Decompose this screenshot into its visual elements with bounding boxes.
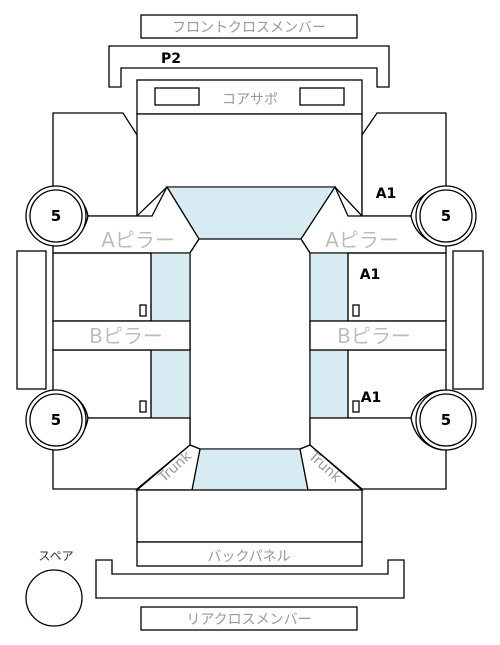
right-fender-code: A1 bbox=[376, 186, 397, 202]
b-pillar-left[interactable]: Bピラー bbox=[52, 320, 191, 351]
right-headlight bbox=[299, 87, 345, 106]
right-front-fender[interactable]: A1 bbox=[361, 112, 447, 217]
core-support[interactable]: コアサポ bbox=[136, 79, 363, 115]
b-pillar-left-label: Bピラー bbox=[89, 324, 163, 348]
roof[interactable] bbox=[189, 238, 311, 450]
b-pillar-right[interactable]: Bピラー bbox=[309, 320, 447, 351]
right-rear-door-handle bbox=[352, 400, 360, 413]
right-front-door[interactable]: A1 bbox=[347, 252, 447, 322]
front-panel[interactable]: P2 bbox=[108, 45, 390, 88]
tire-front-left-value: 5 bbox=[51, 207, 61, 225]
core-support-label: コアサポ bbox=[222, 92, 278, 108]
front-cross-member-label: フロントクロスメンバー bbox=[172, 20, 326, 36]
tire-front-left[interactable]: 5 bbox=[25, 185, 87, 247]
front-panel-code: P2 bbox=[161, 51, 181, 67]
left-rear-window[interactable] bbox=[150, 349, 191, 419]
left-front-door[interactable] bbox=[52, 252, 152, 322]
tire-rear-right-value: 5 bbox=[441, 411, 451, 429]
tire-rear-right[interactable]: 5 bbox=[415, 389, 477, 451]
rear-window[interactable] bbox=[191, 448, 309, 491]
a-pillar-right-label: Aピラー bbox=[325, 228, 399, 252]
spare-label: スペア bbox=[38, 549, 73, 563]
left-front-window[interactable] bbox=[150, 252, 191, 322]
b-pillar-right-label: Bピラー bbox=[337, 324, 411, 348]
right-side-sill[interactable] bbox=[452, 250, 484, 390]
rear-bumper[interactable] bbox=[95, 559, 405, 599]
a-pillar-left-label: Aピラー bbox=[101, 228, 175, 252]
right-rear-door-code: A1 bbox=[361, 390, 382, 406]
left-front-door-handle bbox=[139, 304, 147, 317]
right-front-door-handle bbox=[352, 304, 360, 317]
left-headlight bbox=[154, 87, 200, 106]
tire-rear-left[interactable]: 5 bbox=[25, 389, 87, 451]
trunk-lid[interactable] bbox=[136, 489, 363, 543]
left-side-sill[interactable] bbox=[16, 250, 47, 390]
right-front-door-code: A1 bbox=[360, 267, 381, 283]
right-front-window[interactable] bbox=[309, 252, 349, 322]
rear-cross-member-label: リアクロスメンバー bbox=[186, 612, 311, 628]
rear-cross-member[interactable]: リアクロスメンバー bbox=[140, 606, 358, 631]
back-panel-label: バックパネル bbox=[207, 549, 290, 565]
a-pillar-left[interactable]: Aピラー bbox=[52, 185, 200, 254]
tire-front-right[interactable]: 5 bbox=[415, 185, 477, 247]
front-cross-member[interactable]: フロントクロスメンバー bbox=[140, 14, 358, 39]
tire-rear-left-value: 5 bbox=[51, 411, 61, 429]
tire-front-right-value: 5 bbox=[441, 207, 451, 225]
back-panel[interactable]: バックパネル bbox=[136, 541, 363, 567]
right-rear-window[interactable] bbox=[309, 349, 349, 419]
left-rear-door-handle bbox=[139, 400, 147, 413]
spare-tire[interactable]: スペア bbox=[25, 549, 83, 627]
